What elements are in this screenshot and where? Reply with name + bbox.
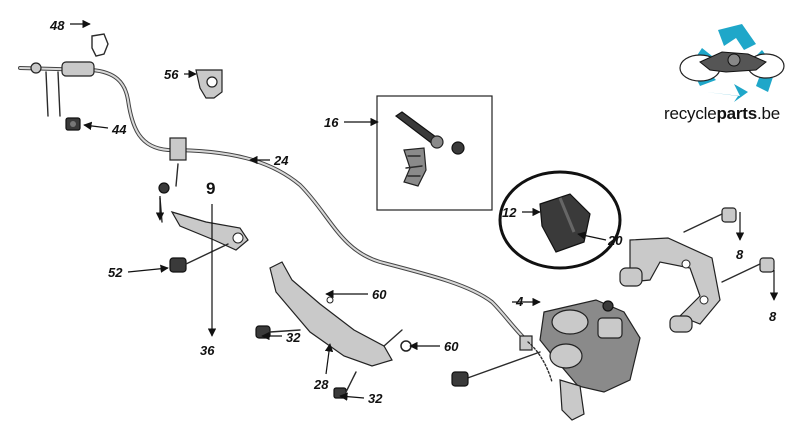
callout-28: 28 (313, 377, 329, 392)
callout-9: 9 (206, 179, 215, 198)
recycle-icon (679, 24, 785, 102)
brand-name-part2: parts (716, 104, 758, 123)
brand-name-part1: recycle (664, 104, 717, 123)
callout-60-top: 60 (372, 287, 387, 302)
screw-part (65, 117, 81, 131)
leader-lines (70, 19, 779, 401)
callout-44: 44 (111, 122, 127, 137)
callout-16: 16 (324, 115, 339, 130)
brand-name-part3: .be (757, 104, 781, 123)
brake-hose (18, 61, 533, 351)
callout-32-top: 32 (286, 330, 301, 345)
callout-36: 36 (200, 343, 215, 358)
callout-24: 24 (273, 153, 289, 168)
clip-part (91, 33, 109, 57)
screw-52-part (169, 243, 229, 273)
caliper-carrier (619, 237, 721, 333)
callout-32-bottom: 32 (368, 391, 383, 406)
callout-4: 4 (515, 294, 524, 309)
clamp-part (195, 69, 223, 99)
callout-52: 52 (108, 265, 123, 280)
callout-8-bottom: 8 (769, 309, 777, 324)
bracket-part (158, 163, 249, 251)
brake-lever-part (255, 261, 412, 399)
callout-48: 48 (49, 18, 65, 33)
callout-labels: 48 56 44 16 24 9 12 20 8 8 52 60 4 36 32… (49, 18, 777, 406)
brake-pad-highlight (498, 170, 622, 270)
callout-12: 12 (502, 205, 517, 220)
callout-60-bottom: 60 (444, 339, 459, 354)
callout-20: 20 (607, 233, 623, 248)
bolt-parts (683, 207, 775, 283)
brand-name: recycleparts.be (664, 104, 780, 124)
brake-pad-kit-box (376, 95, 493, 211)
brake-caliper (451, 299, 641, 421)
callout-56: 56 (164, 67, 179, 82)
callout-8-top: 8 (736, 247, 744, 262)
